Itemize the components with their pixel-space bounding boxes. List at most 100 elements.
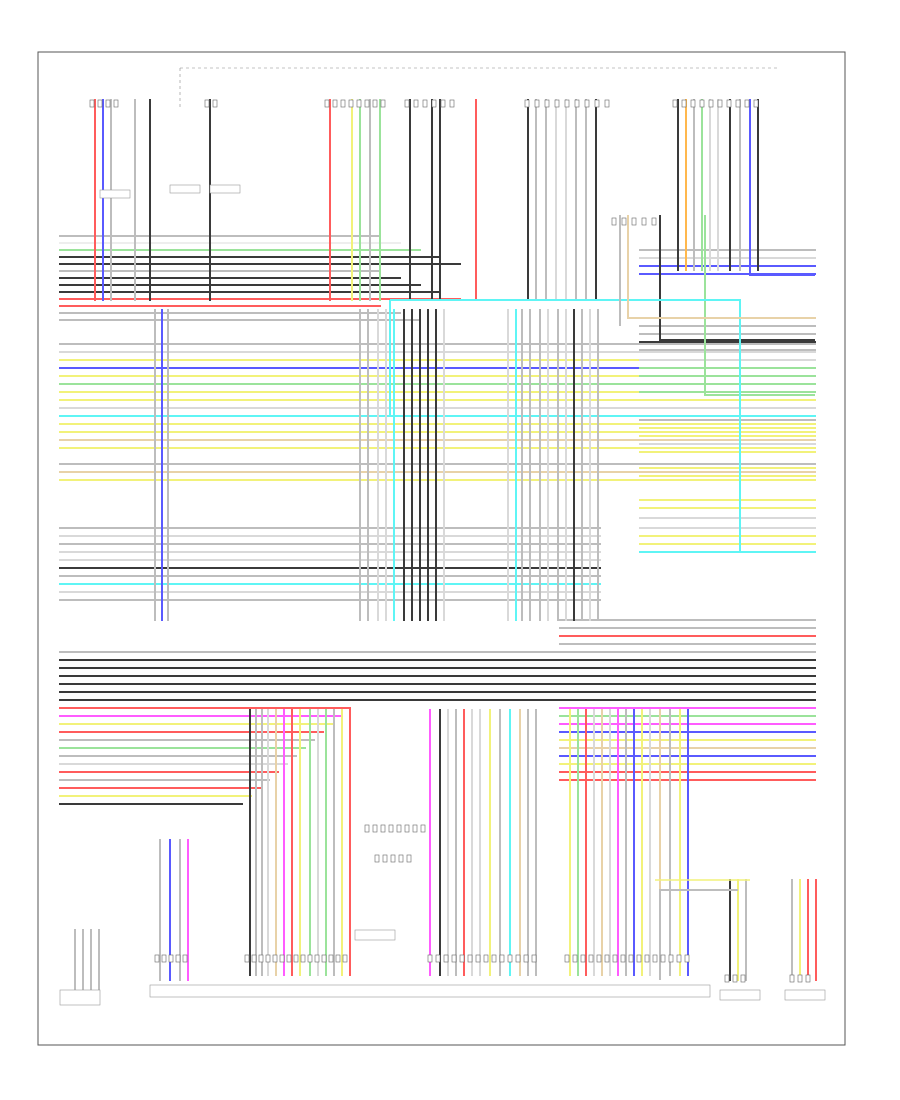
module-connector-pin [483, 954, 489, 963]
module-connector-pin [251, 954, 257, 963]
module-connector-pin [684, 954, 690, 963]
module-connector-pin [644, 954, 650, 963]
module-connector-pin [660, 954, 666, 963]
wire-blue-right [749, 200, 815, 276]
top-right-connector-pin [708, 99, 714, 108]
right-speaker-1-body [719, 989, 761, 1001]
junction-connector-pin [611, 217, 617, 226]
module-connector-pin [307, 954, 313, 963]
top-center-connector-pin [340, 99, 346, 108]
module-connector-pin [572, 954, 578, 963]
top-right-connector-pin [744, 99, 750, 108]
module-connector-pin [499, 954, 505, 963]
module-connector-pin [652, 954, 658, 963]
module-connector-pin [300, 954, 306, 963]
mid-connector-pin [398, 854, 404, 863]
module-connector-pin [620, 954, 626, 963]
top-center-connector-pin [356, 99, 362, 108]
connector-group [59, 67, 826, 1006]
top-right-center-connector-pin [544, 99, 550, 108]
junction-connector-pin [621, 217, 627, 226]
module-connector-pin [628, 954, 634, 963]
module-connector-pin [580, 954, 586, 963]
top-center-connector-pin [404, 99, 410, 108]
mid-connector-pin [420, 824, 426, 833]
module-connector-pin [161, 954, 167, 963]
junction-connector-pin [641, 217, 647, 226]
top-right-center-connector-pin [574, 99, 580, 108]
top-right-connector-pin [699, 99, 705, 108]
module-connector-pin [244, 954, 250, 963]
module-connector-pin [604, 954, 610, 963]
module-connector-pin [427, 954, 433, 963]
module-connector-pin [265, 954, 271, 963]
module-connector-pin [321, 954, 327, 963]
top-center-connector-pin [380, 99, 386, 108]
top-right-center-connector-pin [604, 99, 610, 108]
top-right-center-connector-pin [584, 99, 590, 108]
module-connector-pin [335, 954, 341, 963]
top-right-connector-pin [681, 99, 687, 108]
module-connector-pin [588, 954, 594, 963]
module-connector-pin [182, 954, 188, 963]
top-center-connector-pin [348, 99, 354, 108]
top-center-connector-pin [440, 99, 446, 108]
module-connector-pin [175, 954, 181, 963]
module-connector-pin [154, 954, 160, 963]
top-right-connector-pin [753, 99, 759, 108]
mid-connector-pin [406, 854, 412, 863]
top-right-connector-pin [717, 99, 723, 108]
top-right-connector-pin [735, 99, 741, 108]
mid-connector-pin [396, 824, 402, 833]
module-connector-pin [636, 954, 642, 963]
mid-connector-pin [374, 854, 380, 863]
module-connector-pin [314, 954, 320, 963]
mid-connector-pin [404, 824, 410, 833]
top-right-connector-pin [726, 99, 732, 108]
module-connector-pin [272, 954, 278, 963]
junction-connector-pin [651, 217, 657, 226]
top-center-connector-pin [372, 99, 378, 108]
left-connector-body [99, 189, 131, 199]
top-right-connector-pin [672, 99, 678, 108]
mid-connector-pin [380, 824, 386, 833]
top-center-connector-pin [364, 99, 370, 108]
module-connector-pin [531, 954, 537, 963]
module-connector-pin [523, 954, 529, 963]
module-connector-pin [459, 954, 465, 963]
ground-connector-body [169, 184, 201, 194]
top-center-connector-pin [431, 99, 437, 108]
module-connector-pin [435, 954, 441, 963]
module-connector-pin [668, 954, 674, 963]
top-connector-pin [212, 99, 218, 108]
top-center-connector-pin [449, 99, 455, 108]
mid-connector-pin [364, 824, 370, 833]
speaker-connector-pin [805, 974, 811, 983]
top-left-connector-pin [113, 99, 119, 108]
top-left-connector-pin [105, 99, 111, 108]
module-connector-pin [279, 954, 285, 963]
top-right-center-connector-pin [534, 99, 540, 108]
wire-green-right [704, 215, 815, 396]
bottom-left-connector-body [59, 989, 101, 1006]
speaker-connector-pin [740, 974, 746, 983]
module-connector-pin [467, 954, 473, 963]
wire-group [59, 99, 817, 991]
module-connector-pin [293, 954, 299, 963]
module-connector-pin [286, 954, 292, 963]
module-connector-pin [596, 954, 602, 963]
mid-connector-pin [390, 854, 396, 863]
top-left-connector-pin [97, 99, 103, 108]
top-right-connector-pin [690, 99, 696, 108]
top-center-connector-pin [422, 99, 428, 108]
top-center-connector-pin [413, 99, 419, 108]
speaker-connector-pin [797, 974, 803, 983]
module-connector-pin [451, 954, 457, 963]
mid-connector-pin [382, 854, 388, 863]
top-center-connector-pin [332, 99, 338, 108]
top-connector-pin [204, 99, 210, 108]
top-right-center-connector-pin [564, 99, 570, 108]
speaker-connector-pin [732, 974, 738, 983]
module-connector-pin [564, 954, 570, 963]
